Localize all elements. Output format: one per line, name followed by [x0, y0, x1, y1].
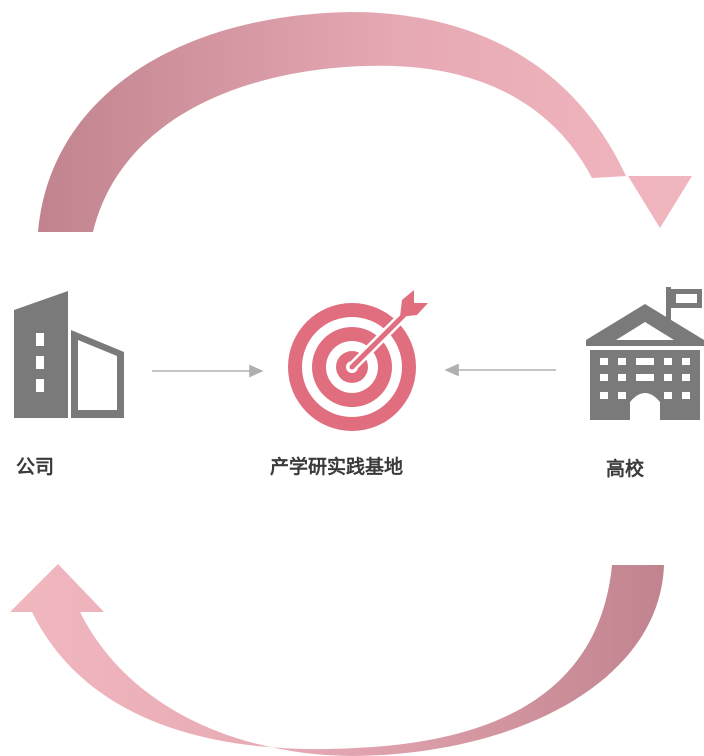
company-label: 公司: [16, 456, 55, 478]
center-label: 产学研实践基地: [270, 456, 404, 478]
university-building-with-flag-icon: [586, 287, 704, 420]
university-label: 高校: [606, 458, 645, 480]
bottom-cycle-arrow: [10, 564, 664, 756]
top-cycle-arrow: [38, 12, 692, 232]
target-with-arrow-icon: [288, 290, 428, 431]
office-building-icon: [14, 291, 124, 418]
